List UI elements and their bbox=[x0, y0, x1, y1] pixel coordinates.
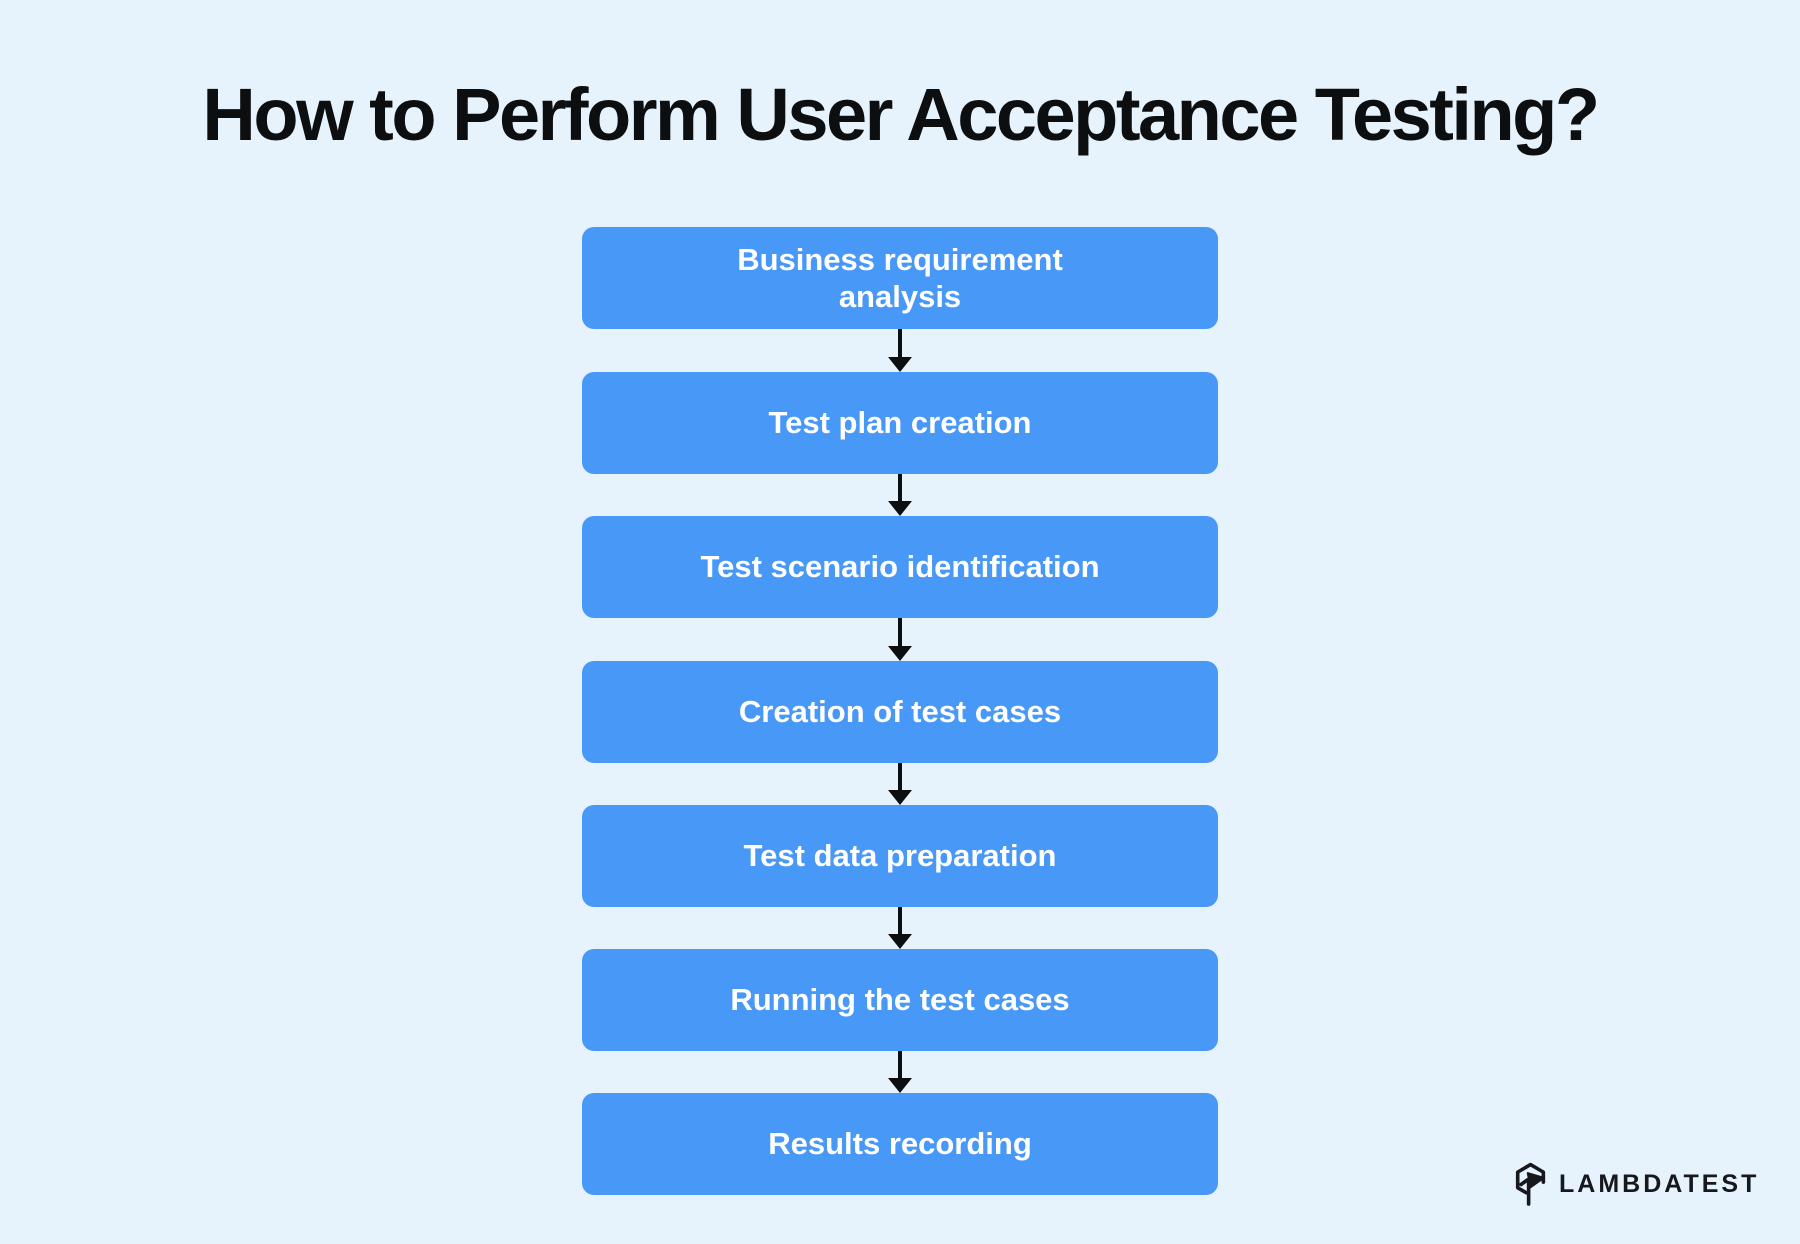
down-arrow-shaft bbox=[898, 329, 902, 357]
down-arrow-head bbox=[888, 790, 912, 805]
lambdatest-logo-text: LAMBDATEST bbox=[1559, 1169, 1760, 1198]
flow-step-label-line: Results recording bbox=[768, 1126, 1032, 1162]
down-arrow bbox=[888, 474, 912, 516]
down-arrow-head bbox=[888, 1078, 912, 1093]
lambdatest-logo: LAMBDATEST bbox=[1512, 1160, 1759, 1208]
flow-step: Creation of test cases bbox=[582, 661, 1218, 763]
flow-step-label-line: analysis bbox=[838, 279, 962, 314]
down-arrow-shaft bbox=[898, 618, 902, 646]
down-arrow-shaft bbox=[898, 1051, 902, 1078]
flow-step-label-line: Test scenario identification bbox=[700, 549, 1100, 585]
flow-step: Test scenario identification bbox=[582, 516, 1218, 618]
page-title: How to Perform User Acceptance Testing? bbox=[202, 73, 1600, 156]
flow-step: Results recording bbox=[582, 1093, 1218, 1195]
down-arrow-shaft bbox=[898, 907, 902, 934]
down-arrow bbox=[888, 329, 912, 372]
flow-step-label-line: Test data preparation bbox=[743, 838, 1057, 874]
down-arrow bbox=[888, 1051, 912, 1093]
flow-step-label-line: Creation of test cases bbox=[738, 694, 1062, 730]
flow-step: Test plan creation bbox=[582, 372, 1218, 474]
down-arrow-shaft bbox=[898, 474, 902, 501]
down-arrow bbox=[888, 907, 912, 949]
flow-step: Test data preparation bbox=[582, 805, 1218, 907]
lambdatest-hexagon-arrow-icon bbox=[1515, 1162, 1546, 1206]
down-arrow-shaft bbox=[898, 763, 902, 790]
down-arrow-head bbox=[888, 501, 912, 516]
flow-step: Running the test cases bbox=[582, 949, 1218, 1051]
flow-step-label-line: Business requirement bbox=[737, 241, 1063, 277]
flow-step-label-line: Test plan creation bbox=[768, 405, 1032, 441]
down-arrow-head bbox=[888, 646, 912, 661]
down-arrow-head bbox=[888, 934, 912, 949]
down-arrow bbox=[888, 763, 912, 805]
down-arrow bbox=[888, 618, 912, 661]
down-arrow-head bbox=[888, 357, 912, 372]
flow-step-label-line: Running the test cases bbox=[730, 982, 1070, 1018]
